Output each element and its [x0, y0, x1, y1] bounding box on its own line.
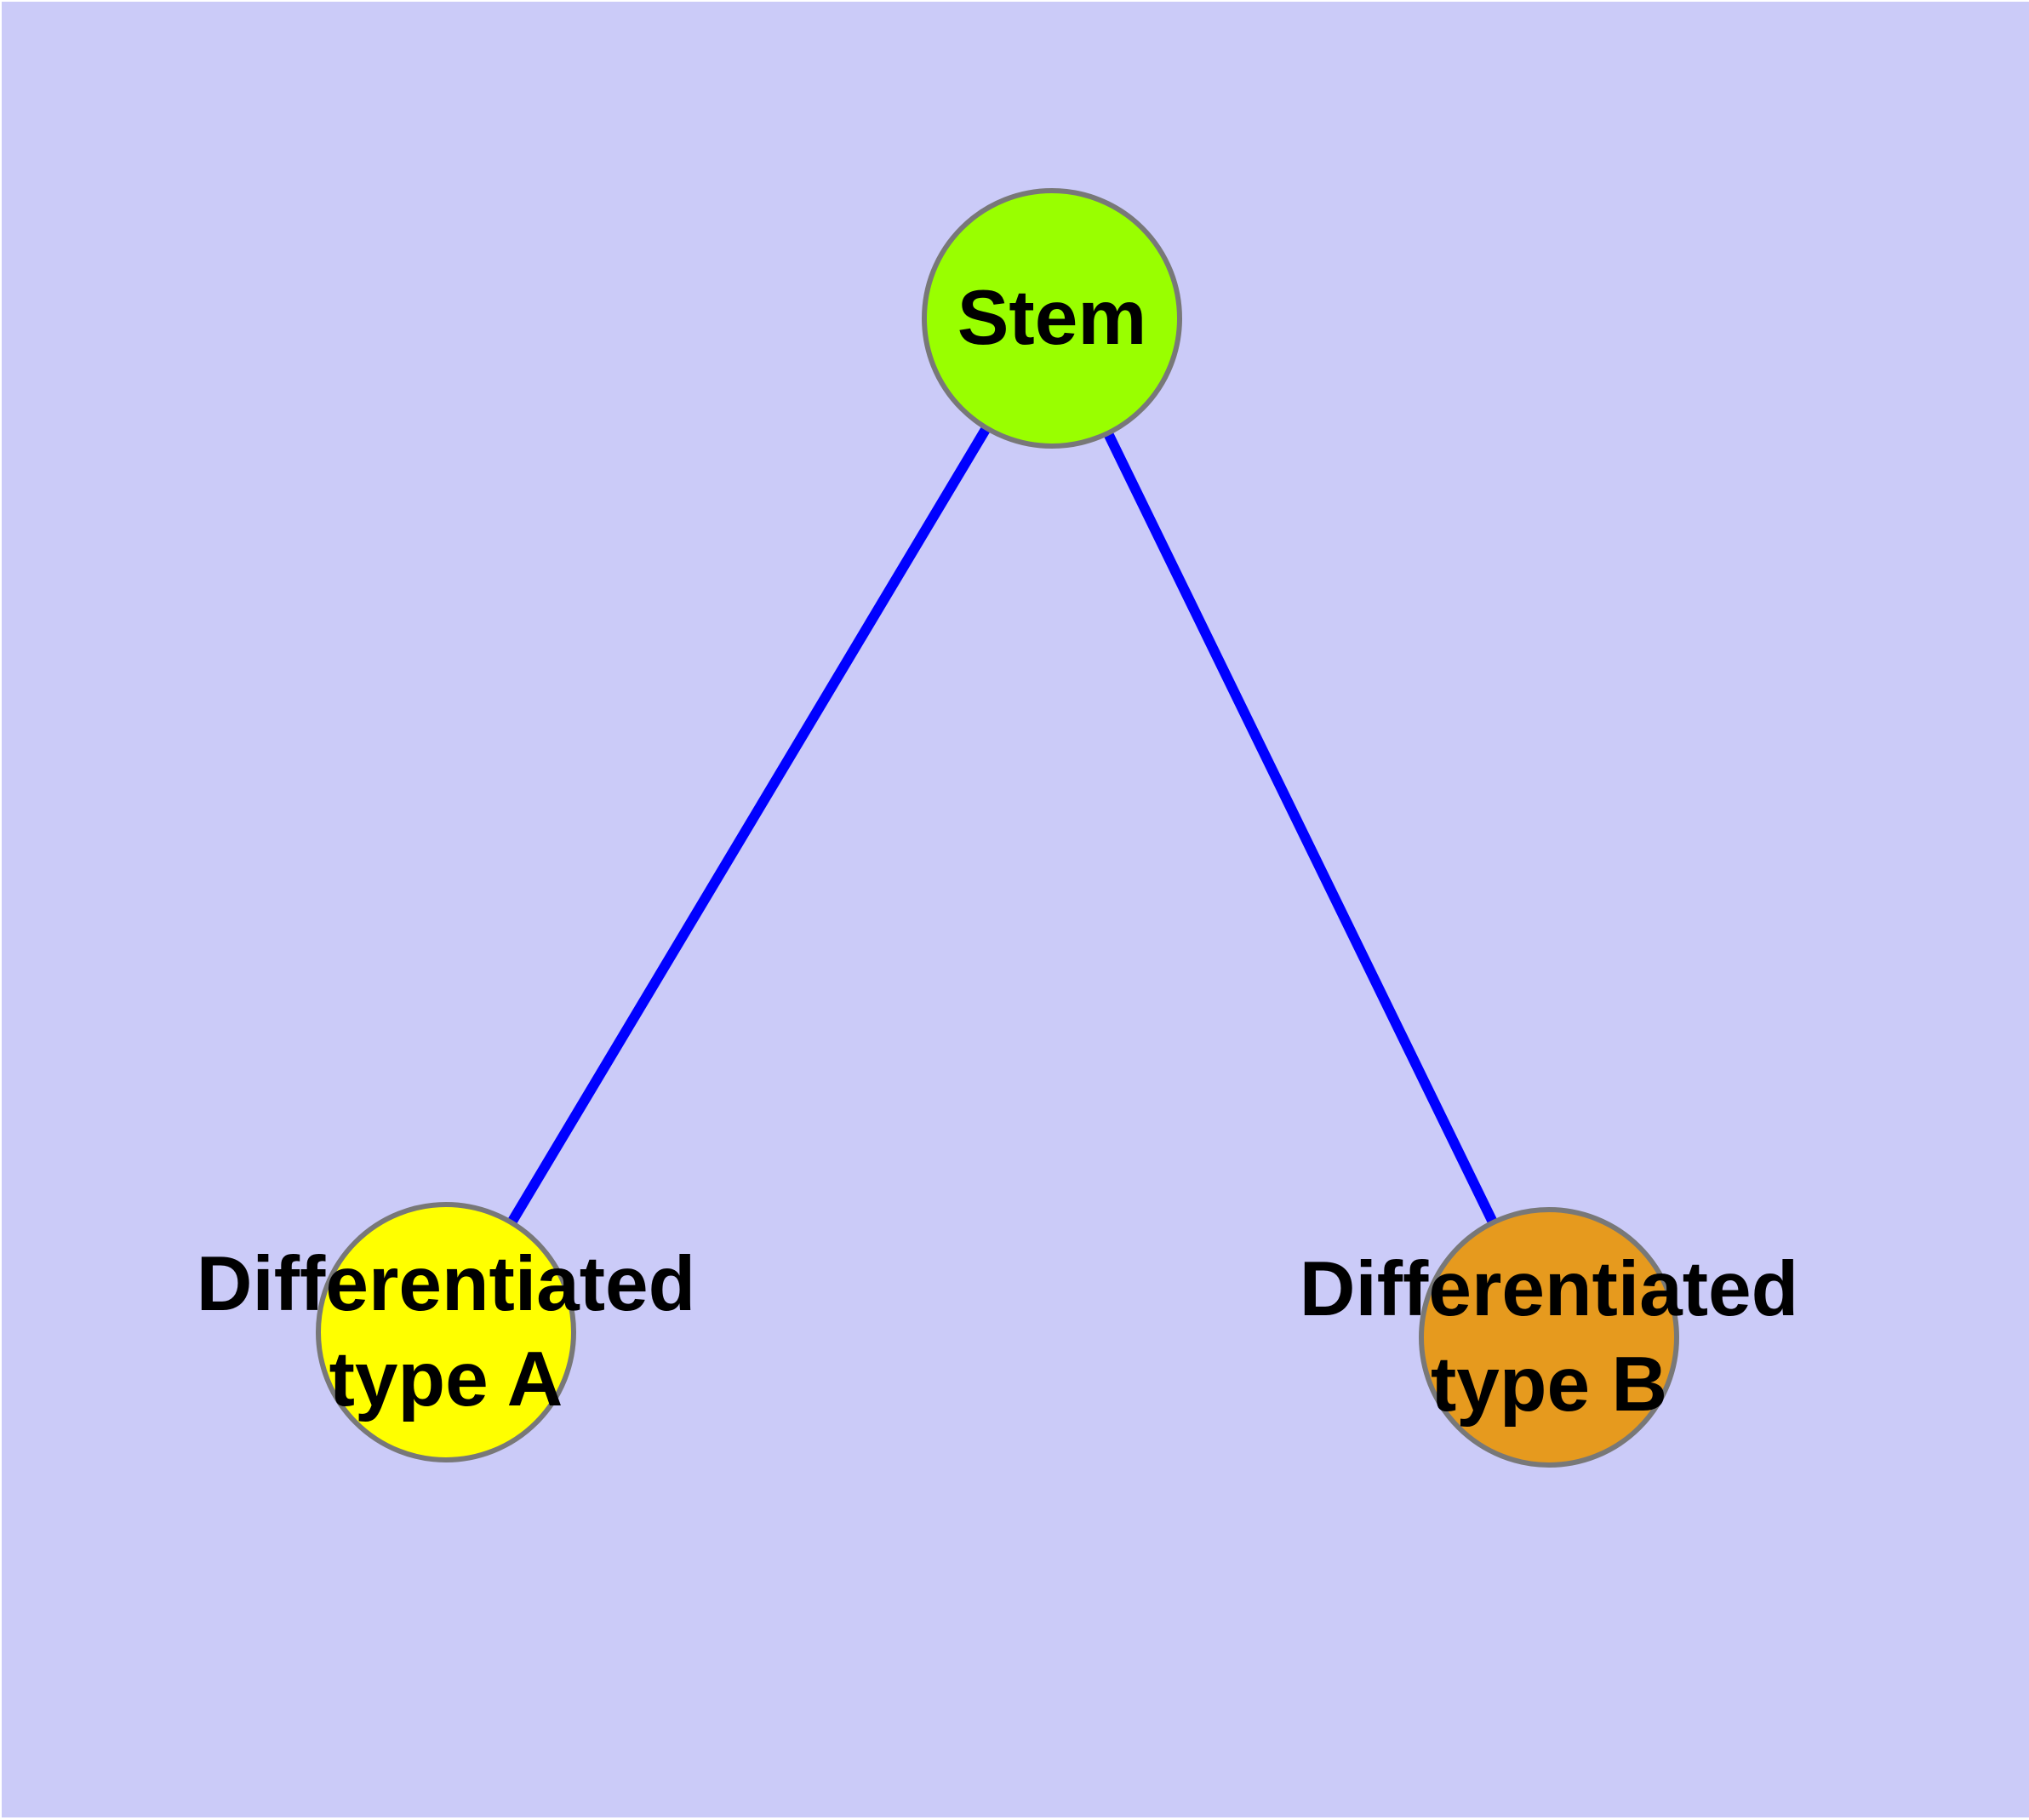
node-circle-stem: [922, 188, 1182, 449]
node-circle-differentiated-type-a: [316, 1202, 576, 1462]
edge-stem-to-type-a: [441, 315, 1057, 1336]
node-circle-differentiated-type-b: [1419, 1207, 1679, 1468]
edge-stem-to-type-b: [1047, 316, 1554, 1340]
